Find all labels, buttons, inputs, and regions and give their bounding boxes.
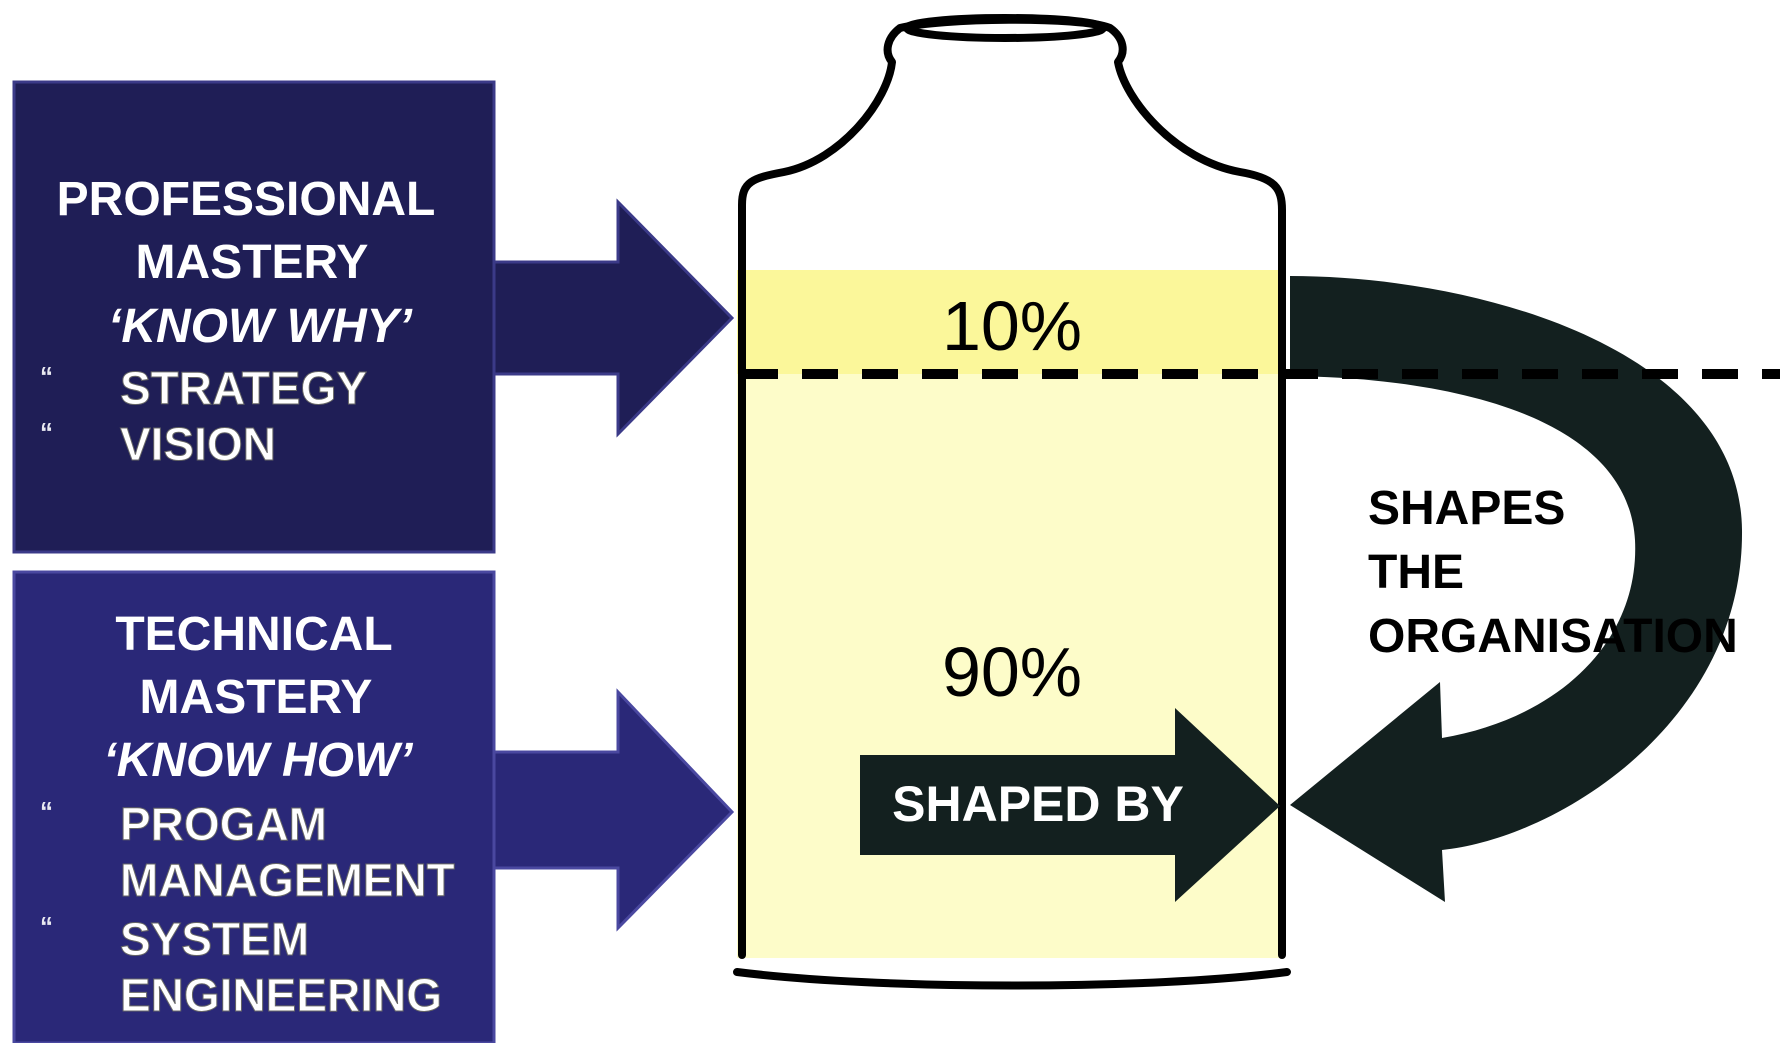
right-arrow-icon (492, 198, 735, 438)
top-percent: 10% (942, 287, 1082, 365)
bottle-contents (737, 270, 1285, 958)
technical-title-line-1: TECHNICAL (115, 608, 392, 661)
bullet-marker: “ (40, 417, 53, 447)
bullet-system-line-1: SYSTEM (120, 913, 309, 965)
bullet-system-line-2: ENGINEERING (120, 969, 442, 1021)
bullet-marker: “ (40, 796, 53, 826)
professional-box-bg (14, 82, 494, 552)
bullet-marker: “ (40, 361, 53, 391)
bullet-program-line-2: MANAGEMENT (120, 854, 455, 906)
professional-mastery-box (12, 80, 496, 554)
bottle-top-fill (737, 270, 1285, 374)
professional-subtitle: ‘KNOW WHY’ (108, 300, 413, 353)
shapes-line-1: SHAPES (1368, 482, 1565, 535)
shapes-label: SHAPES THE ORGANISATION (1368, 482, 1738, 663)
technical-box-bg (14, 572, 494, 1043)
technical-subtitle: ‘KNOW HOW’ (103, 734, 413, 787)
bullet-strategy: STRATEGY (120, 362, 367, 414)
shapes-line-3: ORGANISATION (1368, 610, 1738, 663)
technical-title-line-2: MASTERY (140, 671, 373, 724)
bottle-mouth (903, 14, 1107, 42)
shaped-by-label: SHAPED BY (892, 776, 1184, 832)
professional-title-line-2: MASTERY (136, 236, 369, 289)
shaped-by-arrow (860, 708, 1280, 902)
professional-title-line-1: PROFESSIONAL (57, 173, 436, 226)
bullet-program-line-1: PROGAM (120, 798, 327, 850)
technical-mastery-box (12, 570, 496, 1043)
right-arrow-icon (492, 688, 735, 932)
bottom-percent: 90% (942, 633, 1082, 711)
curved-return-arrow-icon (1290, 276, 1743, 902)
bottle-base (733, 968, 1291, 990)
shapes-line-2: THE (1368, 546, 1464, 599)
bullet-marker: “ (40, 911, 53, 941)
bullet-vision: VISION (120, 418, 276, 470)
